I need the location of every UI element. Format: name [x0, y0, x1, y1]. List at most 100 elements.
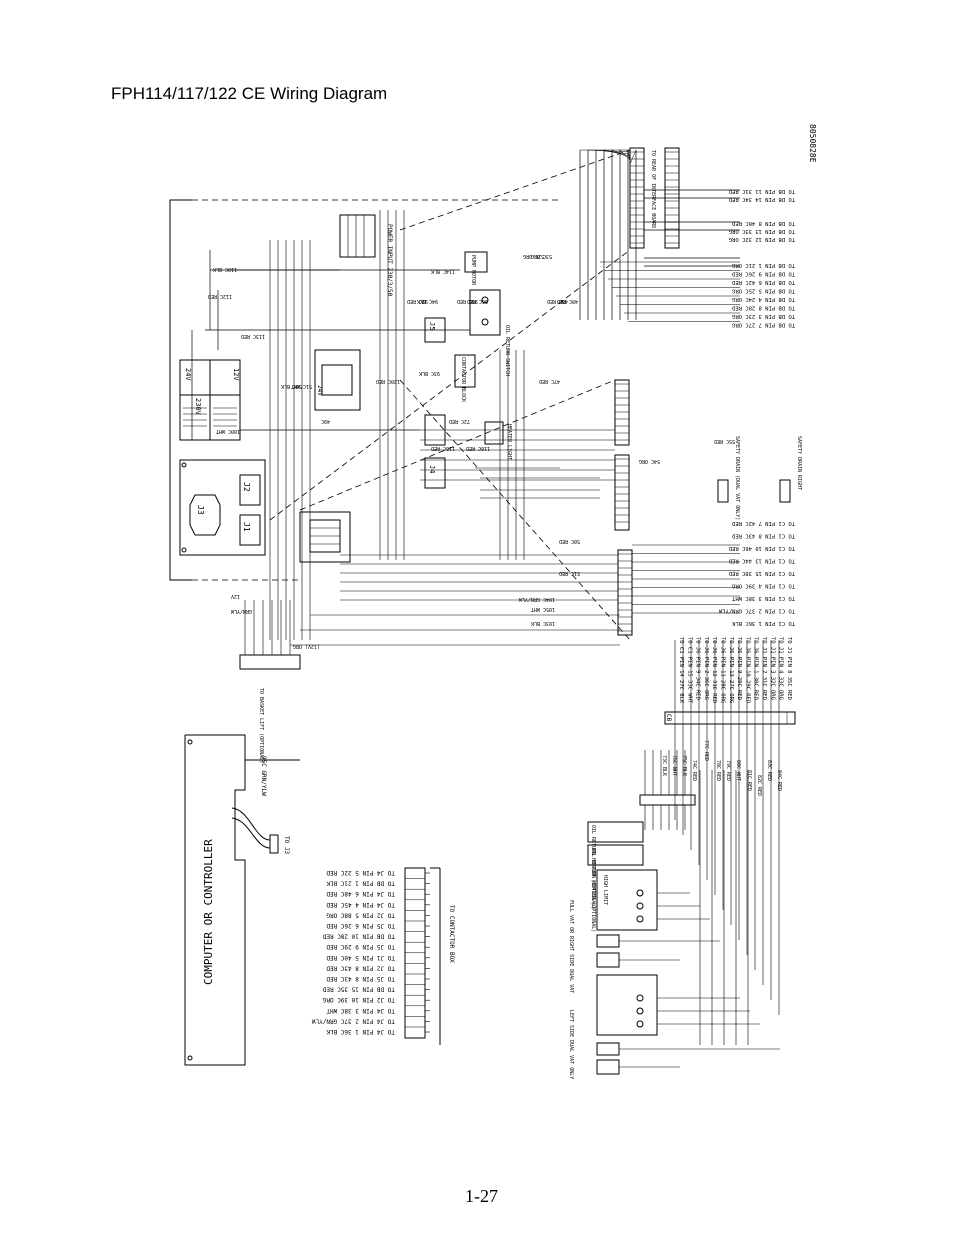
controller-pin-label: TO J1 PIN 5 40C RED — [326, 954, 395, 961]
power-supply: 24V 12V 230V — [179, 359, 241, 441]
contactor-box-outline — [169, 199, 560, 581]
controller-pin-label: TO J4 PIN 5 22C RED — [326, 869, 395, 876]
wire-label: 83C RED — [766, 760, 772, 781]
high-limit-left — [596, 974, 658, 1036]
c1-pin-label: TO C1 PIN 15 38C RED — [729, 570, 795, 576]
wire-label: 47C RED — [539, 378, 560, 384]
controller-pin-label: TO DB PIN 1 21C BLK — [326, 880, 395, 887]
oil-return-heaters: OIL RETURN HEATER (OPTIONAL) OIL RETURN … — [587, 821, 644, 932]
c1-pin-label: TO C1 PIN 3 38C WHT — [731, 595, 795, 601]
wire-label: 52C ORG — [523, 253, 544, 259]
svg-text:J5: J5 — [428, 322, 436, 330]
wire-label: 51C WHT — [291, 383, 312, 389]
control-module — [299, 511, 351, 563]
wire-label: 92C RED — [407, 298, 428, 304]
wire-label: 78C RED — [715, 760, 721, 781]
wire-label: 50C RED — [559, 538, 580, 544]
interface-pin-label: TO DB PIN 13 33C ORG — [729, 228, 795, 234]
db-pin-label: TO DB PIN 8 28C RED — [732, 305, 795, 311]
wire — [603, 149, 631, 157]
wire — [627, 149, 631, 163]
wire-label: 94C BLK — [417, 298, 438, 304]
page-title: FPH114/117/122 CE Wiring Diagram — [111, 84, 388, 103]
cb-pin-label: TO J1 PIN 2 31C RED — [761, 637, 767, 700]
controller-pin-label: TO J4 PIN 3 38C WHT — [326, 1007, 395, 1014]
cb-pin-label: TO J6 PIN 2 36C ORG — [703, 637, 709, 700]
interface-pin-label: TO DB PIN 12 32C ORG — [729, 236, 795, 242]
controller-pin-label: TO DB PIN 15 35C RED — [322, 986, 395, 993]
wire-label: 113C RED — [241, 333, 265, 339]
c1-pin-label: TO C1 PIN 13 44C RED — [729, 558, 795, 564]
mid-terminal-strip — [614, 379, 633, 636]
computer-label: COMPUTER OR CONTROLLER — [202, 839, 215, 985]
orh1-label: OIL RETURN HEATER (OPTIONAL) — [590, 825, 596, 909]
wire-label: 100C WHT — [216, 428, 240, 434]
wire-label: 120C RED — [376, 378, 400, 384]
controller-pin-label: TO J2 PIN 5 88C ORG — [326, 911, 395, 918]
wire-label: 116C RED — [466, 445, 490, 451]
wire — [629, 149, 637, 165]
wire-label: 77C RED — [703, 740, 709, 761]
cb-pin-label: TO J6 PIN 12 31C RED — [711, 637, 717, 703]
interface-board: J2 J1 J3 — [179, 459, 266, 556]
interface-pin-label: TO DB PIN 14 34C RED — [729, 196, 795, 202]
gnd-label: 95C GRN/YLW — [260, 756, 267, 796]
db-pin-label: TO DB PIN 9 26C RED — [732, 271, 795, 277]
tocontactor-label: TO CONTACTOR BOX — [448, 905, 455, 963]
db-pin-label: TO DB PIN 3 23C ORG — [732, 313, 795, 319]
wire-label: 82C RED — [756, 775, 762, 796]
pump-label: PUMP MOTOR — [470, 255, 476, 286]
wire-label: 96C RED — [467, 298, 488, 304]
wire-label: 76C WHT — [671, 755, 677, 776]
controller-pin-label: TO J4 PIN 6 48C RED — [326, 890, 395, 897]
c2-connector — [639, 794, 696, 806]
wire-label: 48C RED — [557, 298, 578, 304]
controller-pin-label: TO J5 PIN 8 43C RED — [326, 975, 395, 982]
wire-label: 73C BLK — [661, 755, 667, 776]
wire-label: 12V — [231, 593, 240, 599]
cb-pin-label: TO J1 PIN 8 35C RED — [786, 637, 792, 700]
svg-text:24V: 24V — [316, 385, 323, 396]
drawnum-label: 8050828E — [808, 124, 817, 163]
interface-pin-label: TO DB PIN 8 40C RED — [732, 220, 795, 226]
wire-label: 45C RED — [547, 298, 568, 304]
cb-pin-label: TO J6 PIN 13 27C ORG — [728, 637, 734, 703]
wire-label: 81C RED — [746, 770, 752, 791]
c1-pin-label: TO C1 PIN 2 37C GRN/YLW — [718, 608, 795, 614]
pump-motor: PUMP MOTOR — [464, 251, 488, 286]
basket-lift-connector: TO BASKET LIFT (OPTIONAL) — [239, 654, 301, 763]
230v-label: 230V — [194, 398, 202, 416]
wire-label: 115C RED — [431, 445, 455, 451]
c1-pin-label: TO C1 PIN 4 39C ORG — [732, 583, 795, 589]
controller-pin-label: TO J4 PIN 2 37C GRN/YLW — [312, 1017, 395, 1024]
controller-pin-label: TO J4 PIN 1 36C BLK — [326, 1028, 395, 1035]
sd2-label: SAFETY DRAIN RIGHT — [796, 436, 802, 490]
controller-pin-label: TO J5 PIN 6 26C RED — [326, 922, 395, 929]
cb-pin-label: TO J6 PIN 10 29C RED — [744, 637, 750, 703]
db-pin-label: TO DB PIN 4 24C ORG — [732, 296, 795, 302]
cb-connector: CB — [664, 711, 796, 725]
svg-text:J3: J3 — [196, 505, 205, 515]
cb-pin-label: TO J1 PIN 3 32C ORG — [769, 637, 775, 700]
fullvat-label: FULL VAT OR RIGHT SIDE DUAL VAT — [568, 900, 574, 993]
j4-connector: J4 HEATER LIGHT — [424, 414, 512, 489]
db-pin-label: TO DB PIN 7 27C ORG — [732, 322, 795, 328]
wire-label: (12V) ORG — [293, 643, 320, 649]
basket-label: TO BASKET LIFT (OPTIONAL) — [258, 688, 264, 763]
controller-pin-label: TO J5 PIN 9 29C RED — [326, 943, 395, 950]
12v-label: 12V — [232, 368, 240, 381]
cb-pin-label: TO J6 PIN 9 28C RED — [736, 637, 742, 700]
leader-lines — [269, 149, 631, 641]
db-pin-label: TO DB PIN 6 42C RED — [732, 279, 795, 285]
controller-pin-label: TO DB PIN 10 28C RED — [322, 933, 395, 940]
computer-controller: COMPUTER OR CONTROLLER TO J3 95C GRN/YLW — [184, 734, 300, 1066]
wire-label: 110C BLK — [213, 266, 237, 272]
transformer: 24V — [314, 349, 361, 411]
leftside-label: LEFT SIDE DUAL VAT ONLY — [568, 1010, 574, 1079]
controller-pin-label: TO J4 PIN 4 45C RED — [326, 901, 395, 908]
wire-label: 55C RED — [714, 438, 735, 444]
